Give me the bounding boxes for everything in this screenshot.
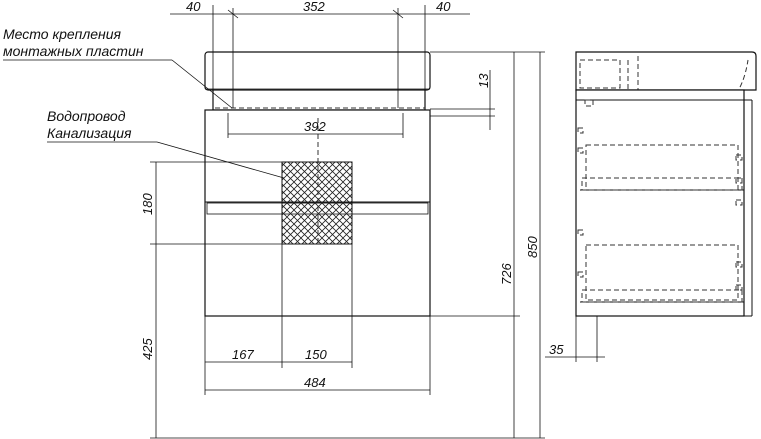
- front-countertop: [204, 51, 431, 91]
- dim-pipe-zone-height: 180: [140, 193, 155, 215]
- dim-plate-width: 392: [304, 119, 326, 134]
- dim-total-height: 850: [525, 236, 540, 258]
- dim-left-offset: 167: [232, 347, 254, 362]
- label-plumbing-2: Канализация: [47, 125, 132, 141]
- dim-cabinet-height: 726: [499, 263, 514, 285]
- label-mounting-plates-1: Место крепления: [3, 26, 122, 42]
- dim-cabinet-width: 484: [304, 375, 326, 390]
- side-cabinet-body: [575, 89, 745, 317]
- label-mounting-plates-2: монтажных пластин: [3, 43, 144, 59]
- dim-pipe-zone-width: 150: [305, 347, 327, 362]
- side-lower-drawer: [585, 244, 739, 301]
- dim-top-right: 40: [436, 0, 451, 14]
- dim-top-left: 40: [186, 0, 201, 14]
- front-view: [204, 51, 431, 317]
- dim-plate-offset: 13: [476, 73, 491, 88]
- dim-base-height: 425: [140, 338, 155, 360]
- side-view: 35: [545, 51, 757, 362]
- annotations: Место крепления монтажных пластин Водопр…: [3, 26, 285, 179]
- dim-top-spacing: 352: [303, 0, 325, 14]
- label-plumbing-1: Водопровод: [47, 108, 126, 124]
- front-top-recess: [212, 89, 426, 111]
- dim-wall-gap: 35: [549, 342, 564, 357]
- front-dimensions: 40 352 40 392 13 180 425 167 150 484: [140, 0, 545, 439]
